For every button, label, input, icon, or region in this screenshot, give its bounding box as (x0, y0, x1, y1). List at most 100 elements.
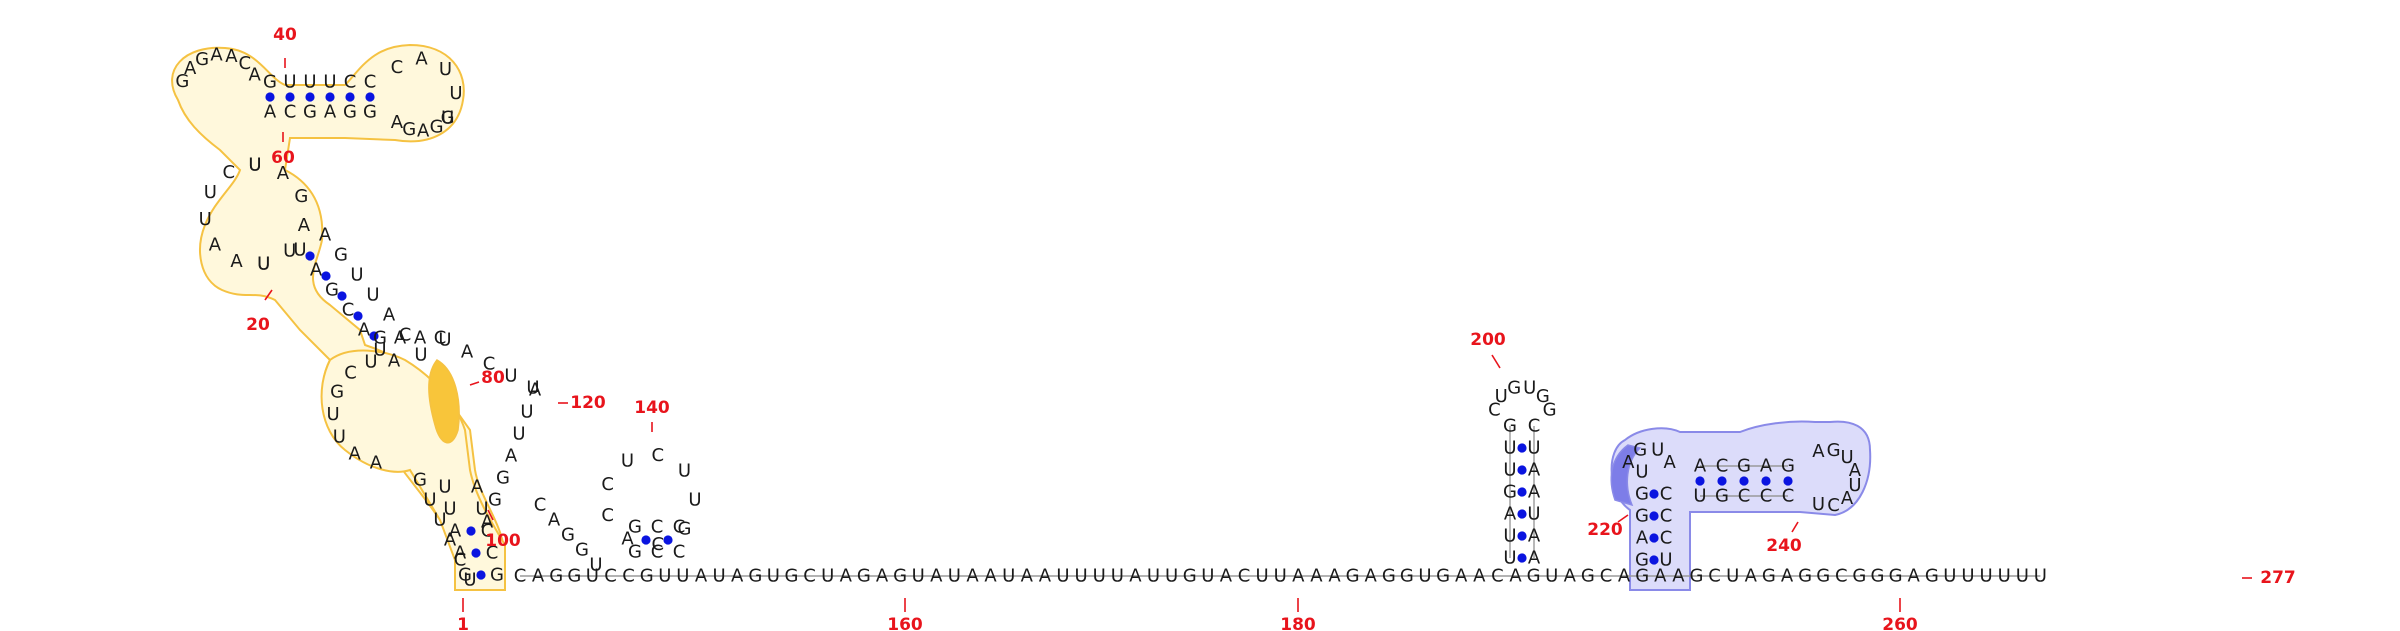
nucleotide: G (175, 71, 189, 92)
nucleotide: A (1220, 566, 1233, 587)
position-tick (1491, 354, 1501, 369)
nucleotide: G (1635, 566, 1649, 587)
nucleotide: U (283, 72, 296, 93)
nucleotide: A (1841, 488, 1854, 509)
nucleotide: U (1056, 566, 1069, 587)
nucleotide: G (1798, 566, 1812, 587)
nucleotide: U (1527, 438, 1540, 459)
nucleotide: G (567, 566, 581, 587)
nucleotide: A (1745, 566, 1758, 587)
nucleotide: U (323, 72, 336, 93)
nucleotide: C (1238, 566, 1251, 587)
nucleotide: U (1693, 486, 1706, 507)
nucleotide: U (366, 285, 379, 306)
nucleotide: A (298, 215, 311, 236)
nucleotide: A (391, 112, 404, 133)
position-tick (264, 289, 273, 301)
nucleotide: U (912, 566, 925, 587)
base-pair-dot (1649, 489, 1659, 499)
backbone-lines (520, 426, 2041, 577)
position-label: 140 (634, 398, 670, 418)
nucleotide: A (184, 58, 197, 79)
nucleotide: C (601, 474, 614, 495)
nucleotide: U (1201, 566, 1214, 587)
nucleotide: G (1889, 566, 1903, 587)
position-label: 240 (1766, 536, 1802, 556)
nucleotide: A (370, 453, 383, 474)
nucleotide: G (677, 518, 691, 539)
position-label: 60 (271, 148, 295, 168)
nucleotide: U (257, 254, 270, 275)
nucleotide: G (490, 565, 504, 586)
nucleotide: A (210, 45, 223, 66)
nucleotide: U (504, 366, 517, 387)
position-tick (469, 381, 480, 386)
nucleotide: U (326, 404, 339, 425)
nucleotide: G (1436, 566, 1450, 587)
nucleotide: A (449, 521, 462, 542)
nucleotide: U (658, 566, 671, 587)
nucleotide: U (1165, 566, 1178, 587)
nucleotide: C (1491, 566, 1504, 587)
nucleotide: G (488, 490, 502, 511)
base-pair-dot (1517, 553, 1527, 563)
nucleotide: U (303, 72, 316, 93)
nucleotide: U (333, 426, 346, 447)
nucleotide: U (204, 182, 217, 203)
nucleotide: A (930, 566, 943, 587)
nucleotide: U (1943, 566, 1956, 587)
nucleotide: A (1528, 482, 1541, 503)
base-pair-dot (1649, 555, 1659, 565)
nucleotide: G (857, 566, 871, 587)
base-pair-dot (1517, 443, 1527, 453)
nucleotide: A (454, 543, 467, 564)
nucleotide: C (1708, 566, 1721, 587)
base-pair-dot (471, 548, 481, 558)
nucleotide: C (514, 566, 527, 587)
nucleotide: C (601, 505, 614, 526)
nucleotide: C (486, 543, 499, 564)
nucleotide: A (1622, 452, 1635, 473)
nucleotide: A (695, 566, 708, 587)
domain-yellow-lower (320, 349, 506, 591)
base-pair-dot (305, 251, 315, 261)
nucleotide: A (1129, 566, 1142, 587)
nucleotide: G (334, 245, 348, 266)
nucleotide: U (688, 490, 701, 511)
nucleotide: U (438, 477, 451, 498)
nucleotide: G (195, 49, 209, 70)
nucleotide: U (1840, 447, 1853, 468)
nucleotide: U (199, 209, 212, 230)
nucleotide: A (1812, 441, 1825, 462)
nucleotide: A (358, 320, 371, 341)
base-pair-dot (1517, 487, 1527, 497)
nucleotide: U (423, 490, 436, 511)
nucleotide: A (1528, 460, 1541, 481)
nucleotide: U (767, 566, 780, 587)
base-pairs (265, 92, 1793, 580)
nucleotide: A (1473, 566, 1486, 587)
nucleotide: G (1635, 484, 1649, 505)
nucleotide: A (1908, 566, 1921, 587)
nucleotide: G (325, 280, 339, 301)
nucleotide: C (1827, 495, 1840, 516)
nucleotide: C (454, 550, 467, 571)
position-label: 220 (1587, 520, 1623, 540)
nucleotide: U (438, 330, 451, 351)
nucleotide: G (628, 542, 642, 563)
domain-yellow-strong (428, 359, 460, 444)
nucleotide: C (803, 566, 816, 587)
nucleotide: A (444, 530, 457, 551)
nucleotide: C (1782, 486, 1795, 507)
nucleotide: C (604, 566, 617, 587)
nucleotide: A (1781, 566, 1794, 587)
nucleotide: U (1980, 566, 1993, 587)
nucleotide: C (1760, 486, 1773, 507)
nucleotide: C (1600, 566, 1613, 587)
base-pair-dot (353, 311, 363, 321)
nucleotide: A (1528, 526, 1541, 547)
nucleotide: U (414, 345, 427, 366)
base-pair-dot (285, 92, 295, 102)
nucleotide: U (1726, 566, 1739, 587)
